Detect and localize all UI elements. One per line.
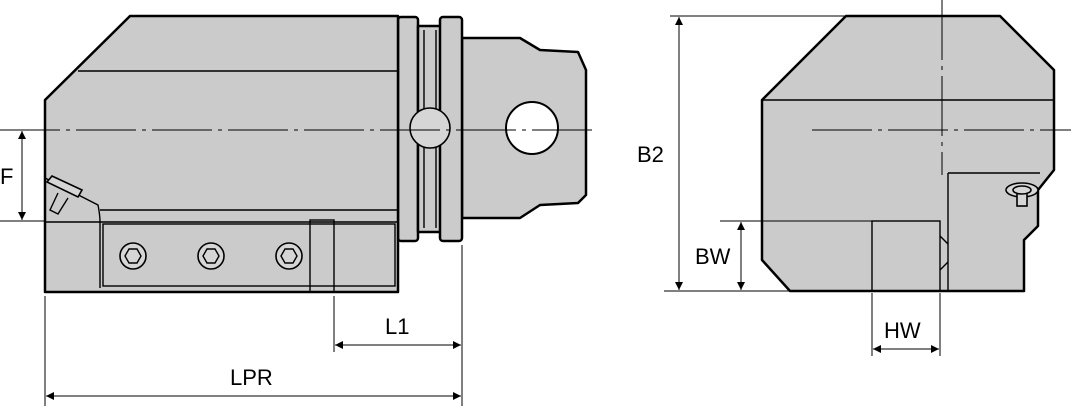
insert-clamp <box>45 175 84 199</box>
hex-screw-2 <box>197 242 225 270</box>
dim-lpr-label: LPR <box>230 365 273 390</box>
dim-hw-label: HW <box>884 318 921 343</box>
hex-screw-1 <box>119 242 147 270</box>
coolant-bore <box>505 101 559 155</box>
dim-bw-label: BW <box>695 244 731 269</box>
front-body <box>760 14 1056 293</box>
side-view: F L1 LPR <box>0 14 596 406</box>
screw-strip <box>102 223 396 287</box>
front-view: B2 BW HW <box>637 0 1071 356</box>
hex-screw-3 <box>275 242 303 270</box>
clamp-screw <box>1005 182 1039 207</box>
dim-b2-label: B2 <box>637 142 664 167</box>
dim-l1-label: L1 <box>385 314 409 339</box>
dim-f-label: F <box>0 164 13 189</box>
locating-ball <box>409 107 451 149</box>
